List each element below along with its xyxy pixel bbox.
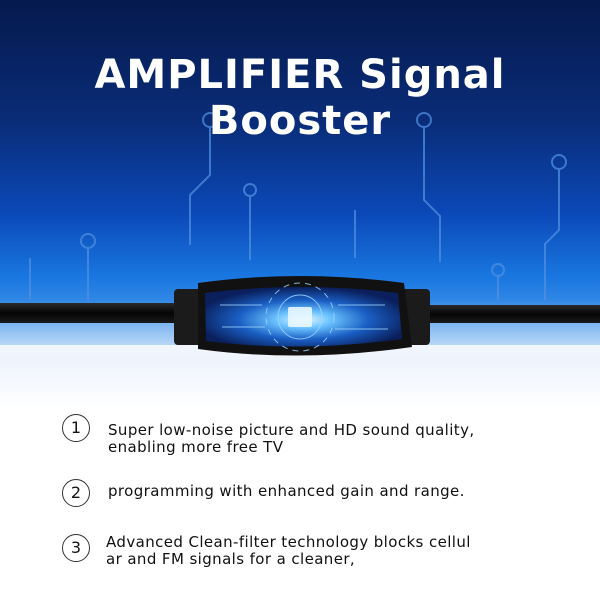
left-cable (0, 303, 190, 323)
feature-list: 1 Super low-noise picture and HD sound q… (0, 400, 600, 600)
feature-text-line-1: programming with enhanced gain and range… (108, 482, 465, 500)
title-line-2: Booster (208, 98, 392, 144)
feature-number-badge: 1 (62, 414, 90, 442)
microchip-icon (288, 307, 312, 327)
feature-number-badge: 2 (62, 479, 90, 507)
circuit-pattern (29, 112, 567, 300)
left-end-cap (174, 289, 204, 345)
feature-text-line-1: Super low-noise picture and HD sound qua… (108, 421, 475, 439)
amplifier-device-image (0, 276, 600, 356)
feature-text-line-2: enabling more free TV (108, 438, 284, 456)
feature-number-badge: 3 (62, 534, 90, 562)
feature-text: Super low-noise picture and HD sound qua… (108, 422, 568, 456)
feature-text-line-1: Advanced Clean-filter technology blocks … (106, 533, 471, 551)
page-title: AMPLIFIER Signal Booster (0, 52, 600, 144)
title-line-1: AMPLIFIER Signal (94, 52, 506, 98)
feature-text-line-2: ar and FM signals for a cleaner, (106, 550, 356, 568)
right-cable (410, 305, 600, 323)
feature-text: Advanced Clean-filter technology blocks … (106, 534, 566, 568)
feature-text: programming with enhanced gain and range… (108, 483, 568, 500)
